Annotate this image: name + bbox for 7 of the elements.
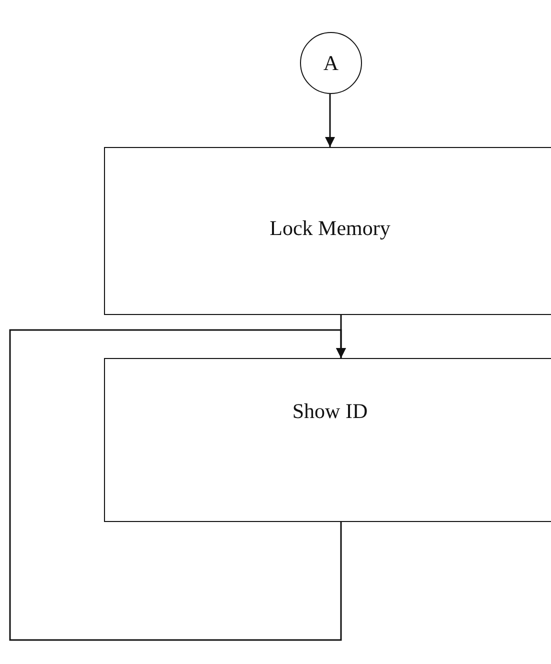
node-label: Lock Memory	[270, 216, 390, 242]
arrow	[9, 329, 346, 641]
process-box	[104, 358, 551, 522]
arrow	[325, 94, 335, 147]
process-box	[104, 147, 551, 315]
node-label: Show ID	[292, 399, 368, 425]
node-label: A	[323, 50, 339, 76]
